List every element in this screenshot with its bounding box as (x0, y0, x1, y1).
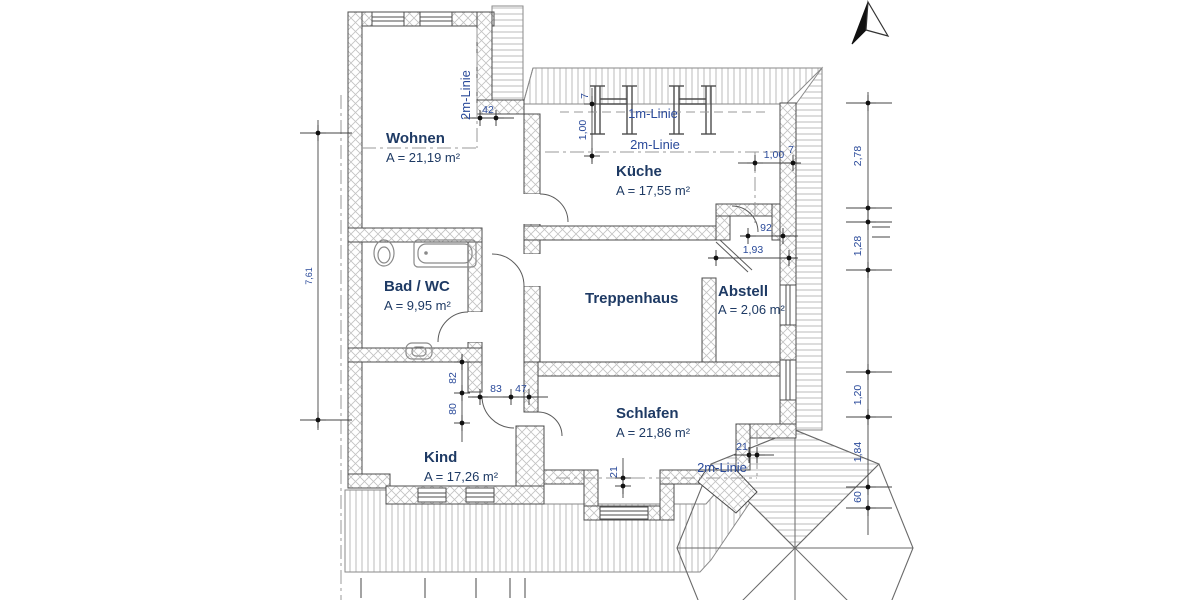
door-niche (731, 205, 759, 233)
door-schlafen (537, 411, 563, 437)
room-label-schlafen: Schlafen (616, 405, 679, 422)
dim-right-120: 1,20 (852, 385, 864, 406)
room-label-kind: Kind (424, 449, 457, 466)
dim-47: 47 (515, 383, 527, 395)
guide-2m-linie-wohnen: 2m-Linie (458, 70, 473, 120)
door-treppenhaus (491, 253, 525, 287)
dim-42: 42 (482, 104, 494, 116)
room-area-schlafen: A = 21,86 m² (616, 425, 691, 440)
dim-82: 82 (447, 372, 459, 384)
dim-7-kueche: 7 (788, 144, 794, 156)
room-area-abstell: A = 2,06 m² (718, 302, 786, 317)
room-area-wohnen: A = 21,19 m² (386, 150, 461, 165)
room-label-treppenhaus: Treppenhaus (585, 290, 678, 307)
dim-21-schlafen-h: 21 (736, 441, 748, 453)
room-label-bad-wc: Bad / WC (384, 278, 450, 295)
dim-7-roof: 7 (579, 93, 591, 99)
window-right-2 (779, 359, 797, 401)
toilet-icon (373, 239, 395, 267)
dormer-window-1 (590, 85, 637, 135)
room-label-abstell: Abstell (718, 283, 768, 300)
door-bad (437, 311, 469, 343)
sink-icon (405, 342, 433, 360)
dormer-window-2 (669, 85, 716, 135)
dim-193: 1,93 (743, 244, 764, 256)
bathtub-icon (413, 239, 477, 268)
bath-fixtures (373, 239, 477, 360)
room-area-bad-wc: A = 9,95 m² (384, 298, 452, 313)
room-label-kueche: Küche (616, 163, 662, 180)
dim-83: 83 (490, 383, 502, 395)
dim-92: 92 (760, 222, 772, 234)
dimension-lines (300, 88, 892, 535)
window-wohnen-1 (371, 11, 405, 27)
dim-right-60: 60 (852, 491, 864, 503)
door-abstell (715, 239, 753, 273)
north-arrow-icon (851, 0, 890, 45)
dim-right-184: 1,84 (852, 442, 864, 463)
dim-right-128: 1,28 (852, 236, 864, 257)
room-area-kueche: A = 17,55 m² (616, 183, 691, 198)
guide-2m-linie-schlafen: 2m-Linie (697, 460, 747, 475)
dim-21-schlafen-v: 21 (608, 466, 620, 478)
door-kueche (539, 193, 569, 223)
walls (347, 11, 797, 521)
window-right-1 (779, 284, 797, 326)
guide-1m-linie: 1m-Linie (628, 106, 678, 121)
window-wohnen-2 (419, 11, 453, 27)
dimension-labels: 42 7 1,00 1,00 7 92 1,93 82 80 83 47 21 … (304, 93, 864, 503)
dim-left-total: 7,61 (304, 267, 314, 285)
dim-80: 80 (447, 403, 459, 415)
room-area-kind: A = 17,26 m² (424, 469, 499, 484)
window-schlafen-bay (599, 506, 649, 520)
dim-100-kueche-v: 1,00 (577, 120, 589, 141)
guide-2m-linie-kueche: 2m-Linie (630, 137, 680, 152)
dim-100-kueche-h: 1,00 (764, 149, 785, 161)
dim-right-278: 2,78 (852, 146, 864, 167)
window-kind-1 (417, 487, 447, 503)
bottom-dimension-ticks (360, 578, 526, 598)
room-labels: Wohnen A = 21,19 m² Küche A = 17,55 m² B… (384, 130, 786, 484)
guide-labels: 2m-Linie 1m-Linie 2m-Linie 2m-Linie (458, 70, 747, 475)
windows (371, 11, 797, 520)
doors (437, 193, 759, 437)
room-label-wohnen: Wohnen (386, 130, 445, 147)
window-kind-2 (465, 487, 495, 503)
door-kind (481, 395, 515, 429)
guide-lines (340, 28, 788, 600)
